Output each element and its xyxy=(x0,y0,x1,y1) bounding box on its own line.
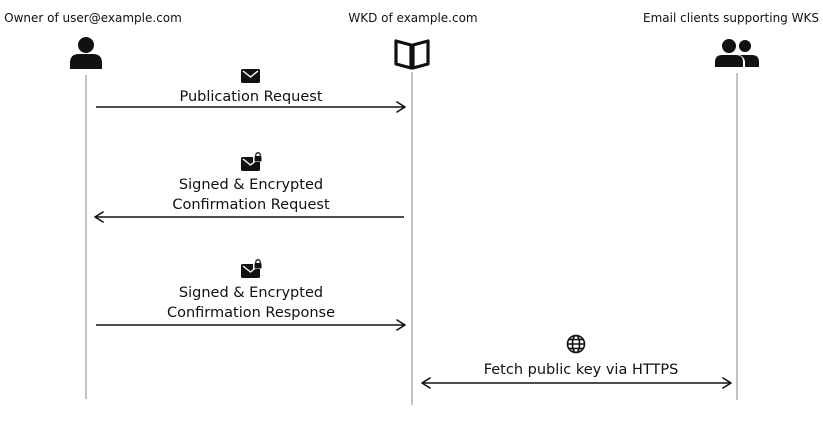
actor-owner: Owner of user@example.com xyxy=(4,11,182,399)
message-fetch-public-key: Fetch public key via HTTPS xyxy=(421,334,732,389)
locked-envelope-icon xyxy=(241,259,263,278)
envelope-icon xyxy=(241,69,260,83)
message-confirmation-response: Signed & Encrypted Confirmation Response xyxy=(96,259,406,331)
actor-owner-label: Owner of user@example.com xyxy=(4,11,182,25)
person-icon xyxy=(70,37,102,69)
people-icon xyxy=(715,39,759,67)
locked-envelope-icon xyxy=(241,152,263,171)
message-confirmation-request: Signed & Encrypted Confirmation Request xyxy=(94,152,404,223)
globe-icon xyxy=(566,334,586,354)
actor-clients-label: Email clients supporting WKS xyxy=(643,11,819,25)
actor-wkd: WKD of example.com xyxy=(348,11,478,405)
message-label-line: Signed & Encrypted xyxy=(179,177,323,193)
message-label-line: Fetch public key via HTTPS xyxy=(484,362,679,378)
message-label-line: Confirmation Response xyxy=(167,305,335,321)
message-label-line: Publication Request xyxy=(179,89,322,105)
actor-wkd-label: WKD of example.com xyxy=(348,11,477,25)
message-publication-request: Publication Request xyxy=(96,69,406,113)
message-label-line: Signed & Encrypted xyxy=(179,285,323,301)
message-label-line: Confirmation Request xyxy=(172,197,330,213)
actor-clients: Email clients supporting WKS xyxy=(643,11,819,400)
open-book-icon xyxy=(394,39,430,70)
